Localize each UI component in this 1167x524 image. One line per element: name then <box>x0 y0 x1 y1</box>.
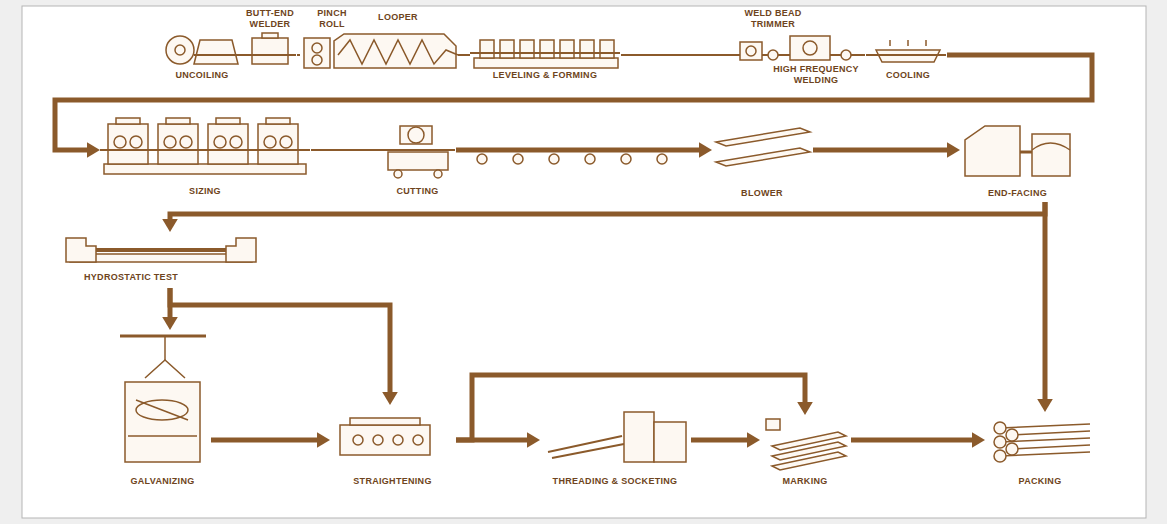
process-stage: BUTT-END WELDER <box>244 8 297 66</box>
flow-line <box>170 288 390 395</box>
flow-arrow <box>691 432 760 448</box>
arrow-head <box>972 432 985 448</box>
stage-label: THREADING & SOCKETING <box>540 476 690 487</box>
flow-line <box>456 148 702 153</box>
flow-line <box>311 149 380 151</box>
stage-label: GALVANIZING <box>115 476 210 487</box>
flow-arrow <box>866 55 870 56</box>
stage-label: HYDROSTATIC TEST <box>60 272 202 283</box>
flow-line <box>456 375 805 440</box>
frame <box>22 6 1146 518</box>
flow-arrow <box>170 288 398 405</box>
process-stage: END-FACING <box>960 115 1076 202</box>
arrow-head <box>947 142 960 158</box>
stage-label: STRAIGHTENING <box>330 476 455 487</box>
process-stage: MARKING <box>760 415 851 490</box>
arrow-head <box>747 432 760 448</box>
flow-line <box>297 54 300 56</box>
stage-label: PINCH ROLL <box>312 8 352 30</box>
stage-label: PACKING <box>985 476 1095 487</box>
stage-label: BUTT-END WELDER <box>244 8 296 30</box>
process-stage: HYDROSTATIC TEST <box>60 232 260 288</box>
flow-line <box>170 202 1045 222</box>
arrow-head <box>797 402 813 415</box>
arrow-head <box>162 317 178 330</box>
flow-arrow <box>458 55 470 56</box>
process-stage: LEVELING & FORMING <box>470 30 621 84</box>
flow-line <box>866 54 870 56</box>
stage-label: LOOPER <box>376 12 420 23</box>
flow-arrow <box>55 55 1092 158</box>
flow-arrow <box>851 432 985 448</box>
stage-label: LEVELING & FORMING <box>470 70 620 81</box>
flow-arrow <box>244 55 245 56</box>
flow-line <box>55 55 1092 150</box>
flow-arrow <box>297 55 300 56</box>
flow-line <box>851 438 975 443</box>
stage-label: WELD BEAD TRIMMER <box>741 8 805 30</box>
stage-label: MARKING <box>760 476 850 487</box>
flow-line <box>244 54 245 56</box>
arrow-head <box>1037 399 1053 412</box>
stage-label: HIGH FREQUENCY WELDING <box>767 64 865 86</box>
process-stage: COOLING <box>870 30 947 84</box>
flow-line <box>211 438 320 443</box>
flow-arrow <box>162 202 1045 232</box>
stage-label: COOLING <box>870 70 946 81</box>
flow-line <box>691 438 750 443</box>
flow-line <box>458 54 470 56</box>
arrow-head <box>87 142 100 158</box>
flow-arrow <box>1037 202 1053 412</box>
arrow-head <box>382 392 398 405</box>
process-stage: WELD BEAD TRIMMER HIGH FREQUENCY WELDING <box>735 8 866 88</box>
flow-line <box>621 54 735 56</box>
process-stage: GALVANIZING <box>115 330 211 490</box>
flow-arrow <box>621 55 735 56</box>
arrow-head <box>527 432 540 448</box>
flow-line <box>813 148 950 153</box>
flow-arrow <box>311 150 380 151</box>
stage-label: SIZING <box>100 186 310 197</box>
flow-arrow <box>456 375 813 440</box>
stage-label: BLOWER <box>712 188 812 199</box>
arrow-head <box>317 432 330 448</box>
arrow-head <box>162 219 178 232</box>
flow-arrow <box>211 432 330 448</box>
process-stage: THREADING & SOCKETING <box>540 395 691 490</box>
stage-label: CUTTING <box>380 186 455 197</box>
stage-label: END-FACING <box>960 188 1075 199</box>
process-stage: SIZING <box>100 112 311 202</box>
flow-arrow <box>456 142 712 158</box>
process-stage: PACKING <box>985 412 1096 490</box>
process-stage: UNCOILING <box>160 22 245 84</box>
arrow-head <box>699 142 712 158</box>
process-stage: STRAIGHTENING <box>330 405 456 490</box>
flow-arrow <box>813 142 960 158</box>
process-stage: PINCH ROLL LOOPER <box>300 8 458 74</box>
flow-line <box>1043 202 1048 402</box>
stage-label: UNCOILING <box>160 70 244 81</box>
process-stage: BLOWER <box>712 122 813 202</box>
process-stage: CUTTING <box>380 118 456 202</box>
